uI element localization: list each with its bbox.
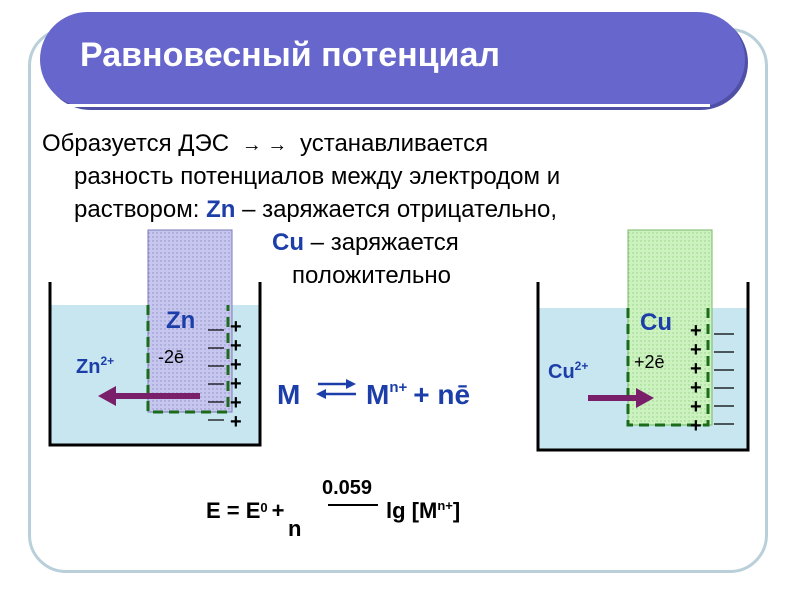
zn-electron-label: -2ē: [158, 347, 184, 367]
plus-sign: +: [230, 411, 242, 433]
equilibrium-ion: Mn++ nē: [366, 379, 470, 410]
plus-sign: +: [690, 377, 702, 399]
plus-sign: +: [230, 392, 242, 414]
text-cu: Cu: [272, 229, 304, 256]
nernst-numerator: 0.059: [322, 477, 372, 499]
title-banner: [40, 12, 745, 107]
plus-sign: +: [690, 339, 702, 361]
plus-sign: +: [230, 373, 242, 395]
equilibrium-metal: M: [277, 379, 300, 410]
cu-minus-signs: [714, 333, 734, 425]
cu-ion-arrow: [588, 388, 654, 408]
zn-electrode-label: Zn: [166, 307, 195, 334]
text-zn: Zn: [206, 196, 236, 223]
plus-sign: +: [690, 396, 702, 418]
text-line-3: раствором: Zn – заряжается отрицательно,: [74, 196, 557, 224]
nernst-log-term: lg [Mn+]: [386, 498, 460, 523]
text-line-4: Cu – заряжается: [272, 229, 459, 257]
plus-sign: +: [230, 335, 242, 357]
left-beaker: [48, 282, 262, 447]
equilibrium-arrows: [316, 379, 356, 399]
cu-electron-label: +2ē: [634, 352, 665, 372]
slide-title: Равновесный потенциал: [80, 36, 500, 74]
zn-double-layer: [146, 305, 230, 414]
nernst-lhs: E = E0+: [206, 498, 285, 523]
zn-minus-signs: [208, 329, 224, 421]
zn-electrode: [147, 229, 233, 413]
text-line-1: Образуется ДЭС → → устанавливается: [42, 130, 488, 158]
nernst-denominator: n: [288, 516, 301, 541]
plus-sign: +: [690, 415, 702, 437]
title-underline: [40, 104, 710, 107]
text-establishes: устанавливается: [299, 130, 489, 157]
zn-plus-signs: + + + + + +: [230, 316, 242, 433]
text-charges: – заряжается: [310, 229, 459, 256]
cu-electrode-label: Cu: [640, 309, 672, 336]
zn-ion-label: Zn2+: [76, 354, 114, 378]
cu-plus-signs: + + + + + +: [690, 320, 702, 437]
plus-sign: +: [230, 316, 242, 338]
arrows-icon: → →: [241, 134, 288, 156]
plus-sign: +: [230, 354, 242, 376]
zn-ion-arrow: [98, 386, 200, 406]
plus-sign: +: [690, 320, 702, 342]
text-line-2: разность потенциалов между электродом и: [74, 163, 561, 190]
text-line-5: положительно: [292, 262, 452, 289]
cu-ion-label: Cu2+: [548, 359, 588, 383]
right-beaker: [536, 282, 750, 452]
text-des: Образуется ДЭС: [42, 130, 230, 157]
text-solution: раствором:: [74, 196, 200, 223]
plus-sign: +: [690, 358, 702, 380]
text-negative: – заряжается отрицательно,: [242, 196, 558, 223]
